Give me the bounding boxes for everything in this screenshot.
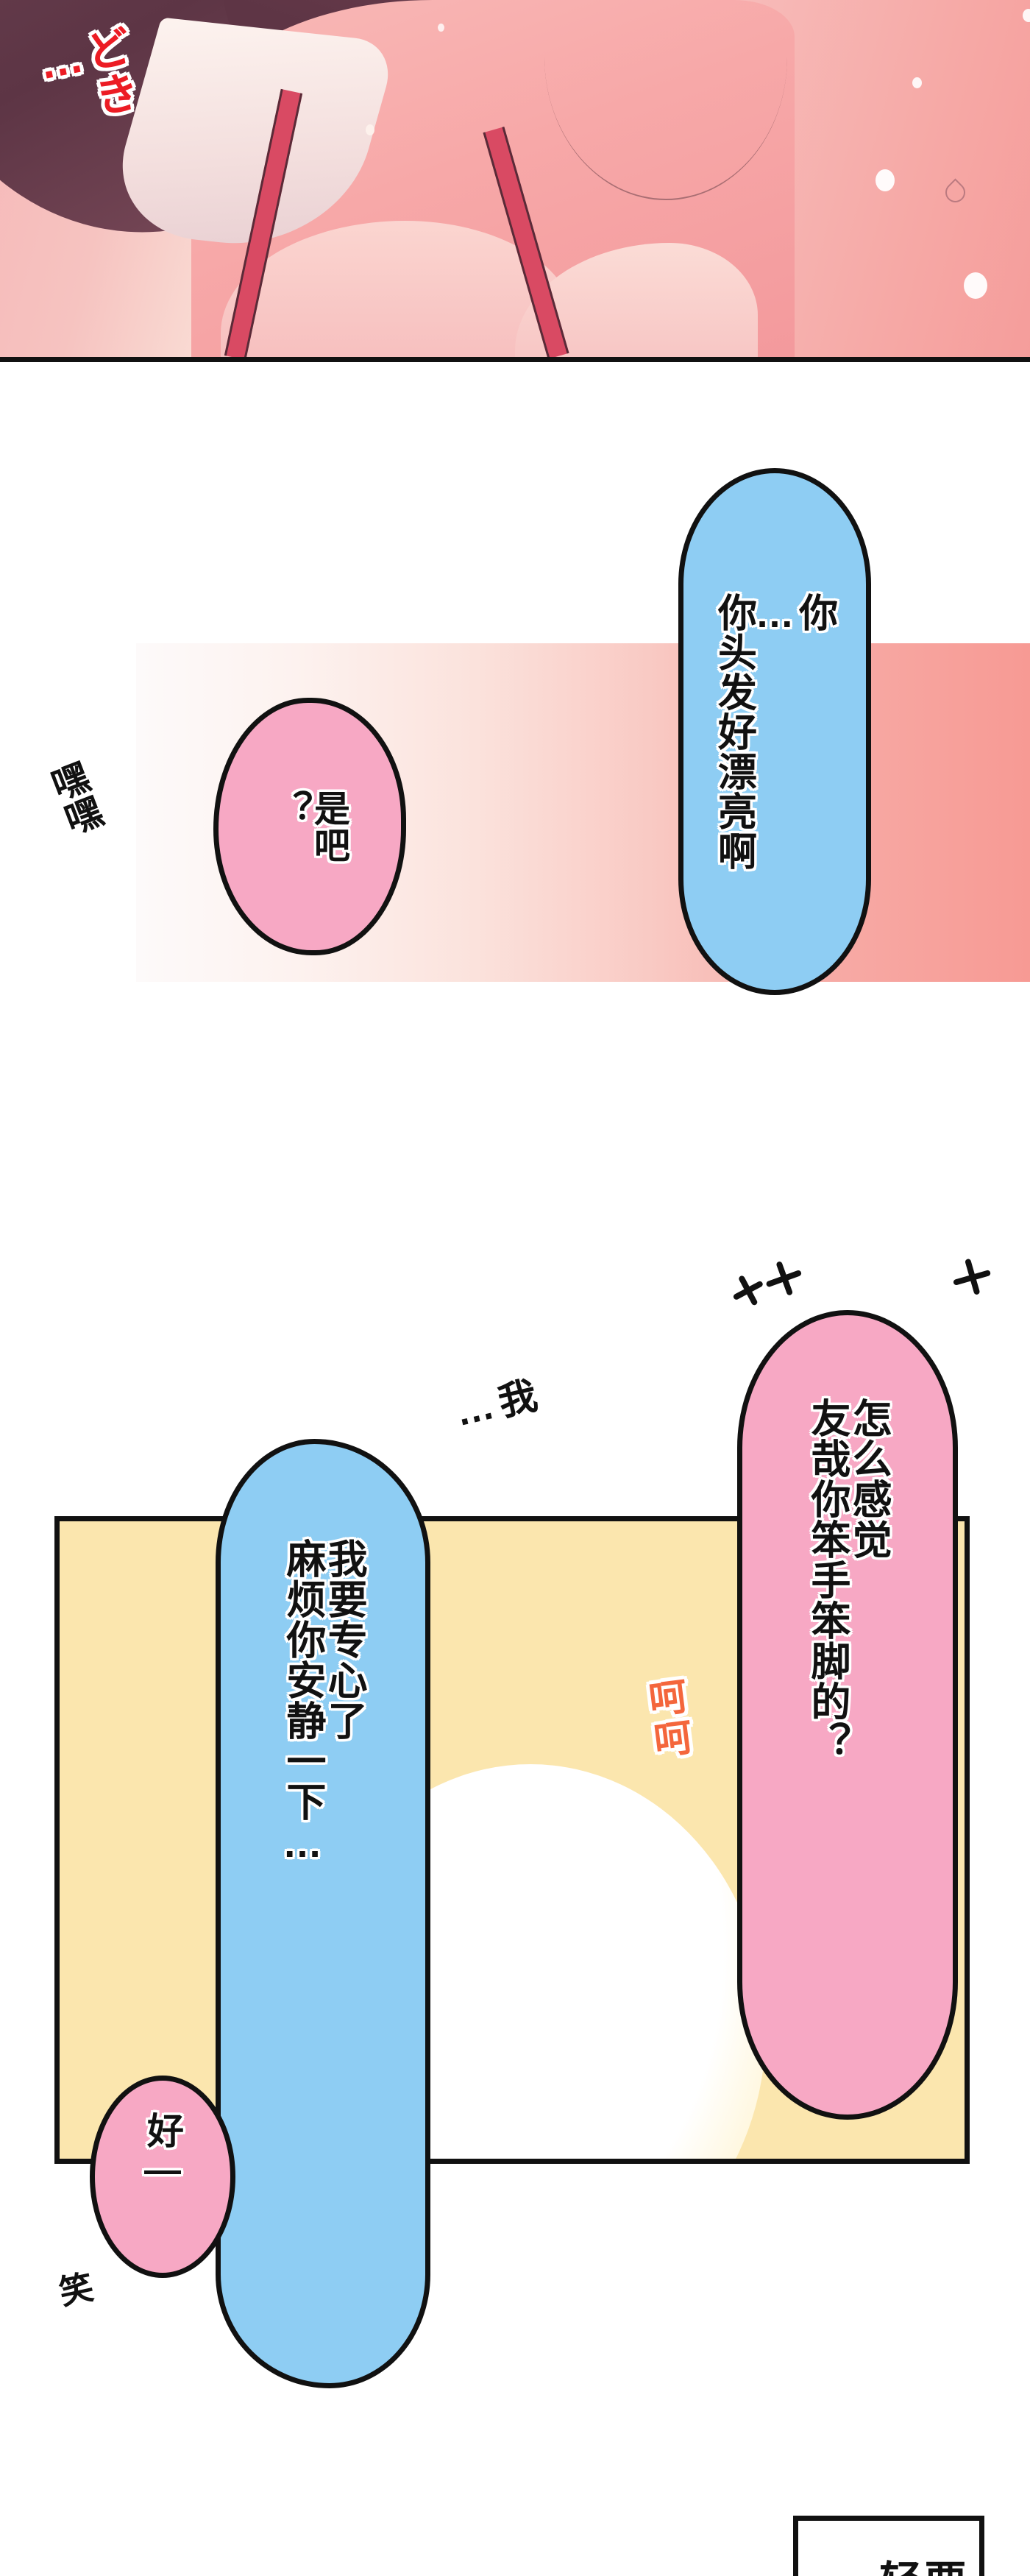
sfx-wo: 我 … <box>449 1375 539 1435</box>
caption-be-gentle: 要小 轻轻 <box>873 2559 965 2576</box>
bokeh-sparkle-icon <box>912 77 922 88</box>
bokeh-sparkle-icon <box>1023 9 1030 22</box>
necklace-chain-icon <box>544 52 787 200</box>
skin-dimple-dot <box>366 124 374 135</box>
speech-bubble-need-focus: 我要专心了 麻烦你安静一下… <box>216 1439 430 2388</box>
bokeh-sparkle-icon <box>438 24 444 32</box>
panel-closeup-illustration: どき … <box>0 0 1030 362</box>
speech-bubble-clumsy-question: 怎么感觉 友哉你笨手笨脚的？ <box>737 1310 958 2120</box>
speech-bubble-ok: 好— <box>90 2076 235 2278</box>
speech-bubble-pretty-hair: 你 … 你头发好漂亮啊 <box>678 468 871 995</box>
sfx-hehe: 呵呵 <box>640 1675 693 1763</box>
bokeh-sparkle-icon <box>876 169 895 191</box>
heart-pendant-icon <box>941 178 970 207</box>
bokeh-sparkle-icon <box>964 272 987 299</box>
bubble-text-need-focus: 我要专心了 麻烦你安静一下… <box>280 1538 366 1866</box>
bubble-text-ok: 好— <box>142 2112 183 2191</box>
sfx-heihei: 嘿嘿 <box>41 757 107 841</box>
bubble-text-shi-ba: 是吧 ？ <box>271 790 349 863</box>
bubble-text-pretty-hair: 你 … 你头发好漂亮啊 <box>712 592 837 871</box>
sfx-doki: どき … <box>32 22 143 122</box>
sfx-xiao: 笑 <box>55 2267 97 2313</box>
bubble-text-clumsy-question: 怎么感觉 友哉你笨手笨脚的？ <box>805 1398 891 1762</box>
speech-bubble-shi-ba: 是吧 ？ <box>213 698 406 955</box>
panel-bottom-framed: 要小 轻轻 <box>793 2516 984 2576</box>
